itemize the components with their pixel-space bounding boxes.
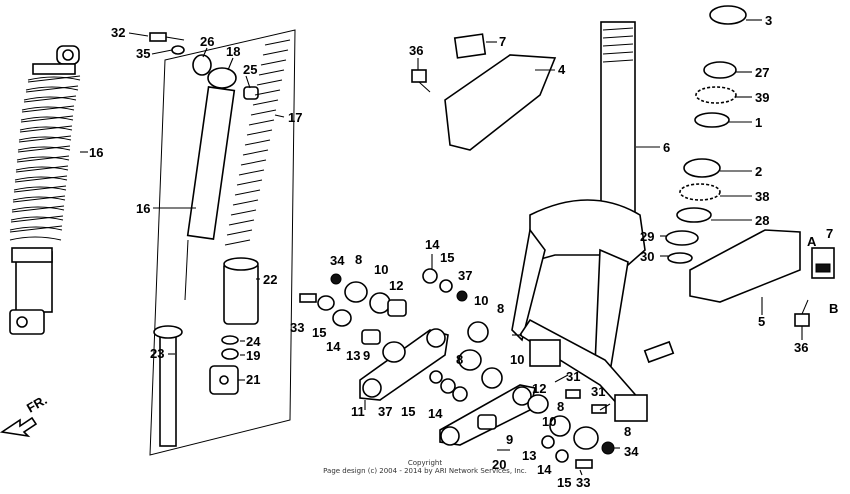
callout-7-top: 7 bbox=[499, 34, 506, 49]
callout-14-c: 14 bbox=[428, 406, 443, 421]
callout-33-a: 33 bbox=[290, 320, 304, 335]
steering-stem-and-fork bbox=[511, 21, 675, 422]
callout-34-top: 34 bbox=[330, 253, 345, 268]
callout-18: 18 bbox=[226, 44, 240, 59]
callout-A: A bbox=[807, 234, 817, 249]
callout-15-c: 15 bbox=[401, 404, 415, 419]
callout-28: 28 bbox=[755, 213, 769, 228]
copyright-notice: Page design (c) 2004 - 2014 by ARI Netwo… bbox=[323, 467, 527, 475]
front-direction-label: FR. bbox=[24, 392, 50, 415]
callout-34-b: 34 bbox=[624, 444, 639, 459]
callout-8-e: 8 bbox=[624, 424, 631, 439]
callout-13-a: 13 bbox=[346, 348, 360, 363]
callout-16-fork: 16 bbox=[136, 201, 150, 216]
front-direction-arrow: FR. bbox=[0, 392, 50, 438]
callout-26: 26 bbox=[200, 34, 214, 49]
callout-30: 30 bbox=[640, 249, 654, 264]
callout-3: 3 bbox=[765, 13, 772, 28]
callout-24: 24 bbox=[246, 334, 261, 349]
callout-10-b: 10 bbox=[474, 293, 488, 308]
callout-14-d: 14 bbox=[537, 462, 552, 477]
callout-17: 17 bbox=[288, 110, 302, 125]
callout-labels: 32 35 26 18 25 17 16 16 22 24 19 21 23 3… bbox=[89, 13, 838, 490]
callout-36-top: 36 bbox=[409, 43, 423, 58]
callout-8-c: 8 bbox=[456, 352, 463, 367]
callout-22: 22 bbox=[263, 272, 277, 287]
callout-37-a: 37 bbox=[458, 268, 472, 283]
callout-10-c: 10 bbox=[510, 352, 524, 367]
copyright-title: Copyright bbox=[407, 459, 443, 467]
callout-10-d: 10 bbox=[542, 414, 556, 429]
callout-19: 19 bbox=[246, 348, 260, 363]
front-fork-exploded-panel bbox=[149, 29, 296, 456]
callout-15-b: 15 bbox=[312, 325, 326, 340]
fork-covers bbox=[411, 33, 835, 327]
callout-20: 20 bbox=[492, 457, 506, 472]
callout-32: 32 bbox=[111, 25, 125, 40]
callout-7-right: 7 bbox=[826, 226, 833, 241]
callout-12-b: 12 bbox=[532, 381, 546, 396]
callout-36-bottom: 36 bbox=[794, 340, 808, 355]
leader-lines bbox=[80, 19, 803, 476]
callout-16-shock: 16 bbox=[89, 145, 103, 160]
steering-bearings bbox=[665, 5, 747, 264]
callout-9-b: 9 bbox=[506, 432, 513, 447]
callout-8-d: 8 bbox=[557, 399, 564, 414]
callout-38: 38 bbox=[755, 189, 769, 204]
callout-23: 23 bbox=[150, 346, 164, 361]
rear-shock-absorber bbox=[9, 45, 81, 335]
callout-35: 35 bbox=[136, 46, 150, 61]
link-assembly bbox=[299, 268, 615, 469]
callout-2: 2 bbox=[755, 164, 762, 179]
callout-12-a: 12 bbox=[389, 278, 403, 293]
callout-15-d: 15 bbox=[557, 475, 571, 490]
callout-6: 6 bbox=[663, 140, 670, 155]
callout-14-b: 14 bbox=[326, 339, 341, 354]
callout-37-b: 37 bbox=[378, 404, 392, 419]
callout-29: 29 bbox=[640, 229, 654, 244]
callout-14-a: 14 bbox=[425, 237, 440, 252]
callout-11: 11 bbox=[351, 404, 365, 419]
callout-8-a: 8 bbox=[355, 252, 362, 267]
callout-8-b: 8 bbox=[497, 301, 504, 316]
callout-1: 1 bbox=[755, 115, 762, 130]
callout-33-b: 33 bbox=[576, 475, 590, 490]
callout-10-a: 10 bbox=[374, 262, 388, 277]
callout-25: 25 bbox=[243, 62, 257, 77]
callout-21: 21 bbox=[246, 372, 260, 387]
callout-31-b: 31 bbox=[591, 384, 605, 399]
callout-4: 4 bbox=[558, 62, 566, 77]
callout-13-b: 13 bbox=[522, 448, 536, 463]
callout-9-a: 9 bbox=[363, 348, 370, 363]
callout-B: B bbox=[829, 301, 838, 316]
callout-27: 27 bbox=[755, 65, 769, 80]
callout-15-a: 15 bbox=[440, 250, 454, 265]
callout-31-a: 31 bbox=[566, 369, 580, 384]
callout-5: 5 bbox=[758, 314, 765, 329]
callout-39: 39 bbox=[755, 90, 769, 105]
